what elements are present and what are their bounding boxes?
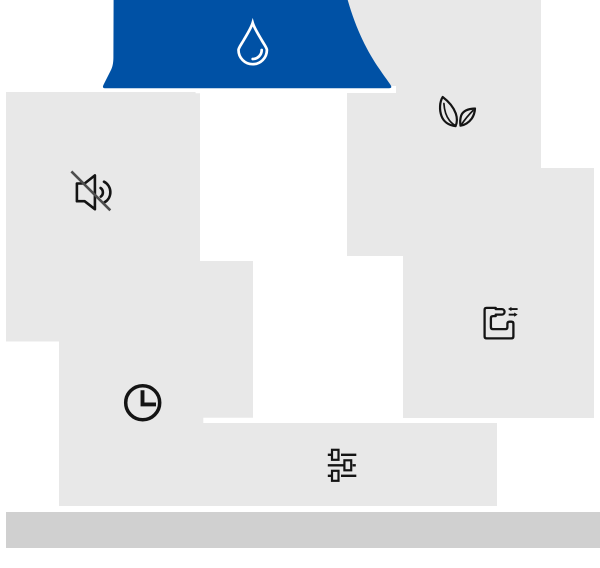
water-drop-icon bbox=[237, 17, 269, 66]
selected-tile-shape bbox=[102, 0, 392, 89]
tile-custom-settings[interactable] bbox=[203, 422, 497, 507]
footer-bar[interactable] bbox=[6, 511, 600, 548]
selected-tile-gap bbox=[347, 86, 397, 94]
tile-tub-clean[interactable] bbox=[403, 168, 594, 418]
tile-water-selected[interactable] bbox=[95, 0, 400, 92]
